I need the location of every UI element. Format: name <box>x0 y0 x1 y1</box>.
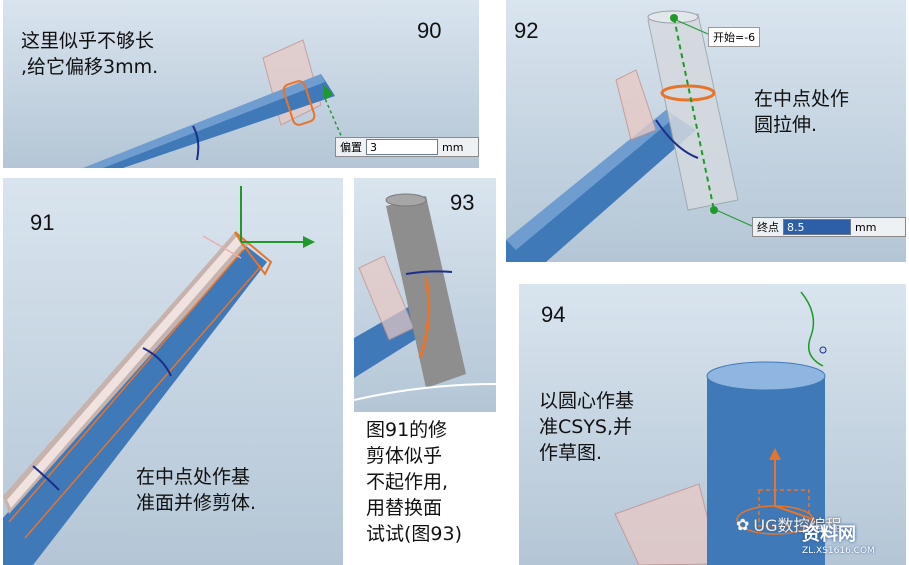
caption-line: 准CSYS,并 <box>539 416 633 438</box>
section-curve <box>655 119 699 159</box>
panel-number: 94 <box>541 302 566 327</box>
caption-line: 以圆心作基 <box>539 390 635 412</box>
start-distance-tag[interactable]: 开始=-6 <box>708 27 761 47</box>
panel-93-scene <box>354 193 496 401</box>
replaced-face <box>418 277 431 359</box>
trim-edge <box>24 265 262 539</box>
caption-line: 图91的修 <box>366 419 448 441</box>
panel-92-scene <box>506 10 753 262</box>
replace-cylinder <box>386 196 466 388</box>
tube-body <box>506 110 696 262</box>
panel-91: 91 在中点处作基 准面并修剪体. <box>3 178 343 565</box>
end-leader <box>715 209 753 227</box>
panel-94-scene <box>614 291 827 565</box>
brand-text: UG数控编程 <box>753 516 842 535</box>
offset-field: 偏置 3 mm <box>335 137 479 157</box>
extrude-direction <box>673 17 715 211</box>
end-value: 8.5 <box>787 220 805 234</box>
tube-highlight <box>7 236 243 508</box>
panel-90: 90 这里似乎不够长 ,给它偏移3mm. 偏置 3 mm <box>3 0 479 168</box>
panel-90-scene <box>83 39 344 168</box>
end-unit: mm <box>855 220 877 234</box>
caption-line: 试试(图93) <box>366 523 463 545</box>
panel-caption: 这里似乎不够长 ,给它偏移3mm. <box>21 28 158 80</box>
tube-highlight <box>506 110 674 250</box>
panel-number: 91 <box>30 210 55 235</box>
panel-caption: 在中点处作 圆拉伸. <box>754 86 849 138</box>
caption-line: 这里似乎不够长 <box>21 30 155 52</box>
tube-highlight <box>83 74 325 168</box>
end-field: 终点 8.5 mm <box>752 217 906 237</box>
panel-94: 94 以圆心作基 准CSYS,并 作草图. <box>519 284 906 565</box>
circle-sketch <box>660 84 716 102</box>
axis-x-arrow <box>303 236 315 248</box>
site-url: ZL.XS1616.COM <box>802 546 875 556</box>
section-curve <box>32 465 60 491</box>
site-watermark: 资料网 ZL.XS1616.COM <box>802 520 875 556</box>
offset-arrow <box>323 84 333 100</box>
datum-plane <box>614 483 720 565</box>
panel-91-scene <box>3 186 315 565</box>
panel-caption: 在中点处作基 准面并修剪体. <box>136 464 256 516</box>
datum-plane <box>615 69 657 141</box>
offset-label: 偏置 <box>340 141 362 154</box>
datum-plane-edge <box>202 235 242 259</box>
trim-edge <box>8 249 244 523</box>
panel-number: 90 <box>417 18 442 43</box>
csys-z-arrow <box>769 448 781 460</box>
section-curve <box>405 270 453 275</box>
wechat-icon: ✿ <box>736 514 750 534</box>
end-input[interactable]: 8.5 <box>783 219 851 235</box>
offset-value: 3 <box>370 140 377 154</box>
panel-caption: 以圆心作基 准CSYS,并 作草图. <box>539 388 634 466</box>
caption-line: 不起作用, <box>366 471 449 493</box>
site-name: 资料网 <box>802 524 856 545</box>
panel-number: 93 <box>450 190 475 215</box>
caption-line: 作草图. <box>539 442 603 464</box>
panel-92: 92 开始=-6 在中点处作 圆拉伸. 终点 8.5 mm <box>506 0 906 262</box>
caption-line: 准面并修剪体. <box>136 492 257 514</box>
cylinder-top <box>385 193 427 207</box>
sketch-point <box>819 346 827 354</box>
panel-number: 92 <box>514 18 539 43</box>
caption-line: 在中点处作 <box>754 88 850 110</box>
caption-line: 圆拉伸. <box>754 114 818 136</box>
panel-93-caption: 图91的修 剪体似乎 不起作用, 用替换面 试试(图93) <box>366 417 462 547</box>
start-leader <box>675 19 709 35</box>
caption-line: 用替换面 <box>366 497 443 519</box>
base-edge <box>354 383 496 401</box>
section-curve <box>142 347 172 377</box>
trim-outline <box>234 231 273 276</box>
end-handle <box>710 206 718 214</box>
caption-line: 在中点处作基 <box>136 466 251 488</box>
panel-93: 93 <box>354 178 496 412</box>
caption-line: 剪体似乎 <box>366 445 443 467</box>
section-curve <box>192 125 200 161</box>
offset-input[interactable]: 3 <box>366 139 438 155</box>
brand-watermark: ✿ UG数控编程 <box>736 512 842 536</box>
trim-outline <box>282 80 316 126</box>
csys-ring <box>736 505 814 535</box>
offset-unit: mm <box>442 140 464 154</box>
tube-body <box>3 242 267 565</box>
sketch-curve <box>800 291 824 367</box>
caption-line: ,给它偏移3mm. <box>21 56 159 78</box>
offset-direction <box>322 93 344 141</box>
end-label: 终点 <box>757 221 779 234</box>
cylinder-top <box>706 361 826 391</box>
